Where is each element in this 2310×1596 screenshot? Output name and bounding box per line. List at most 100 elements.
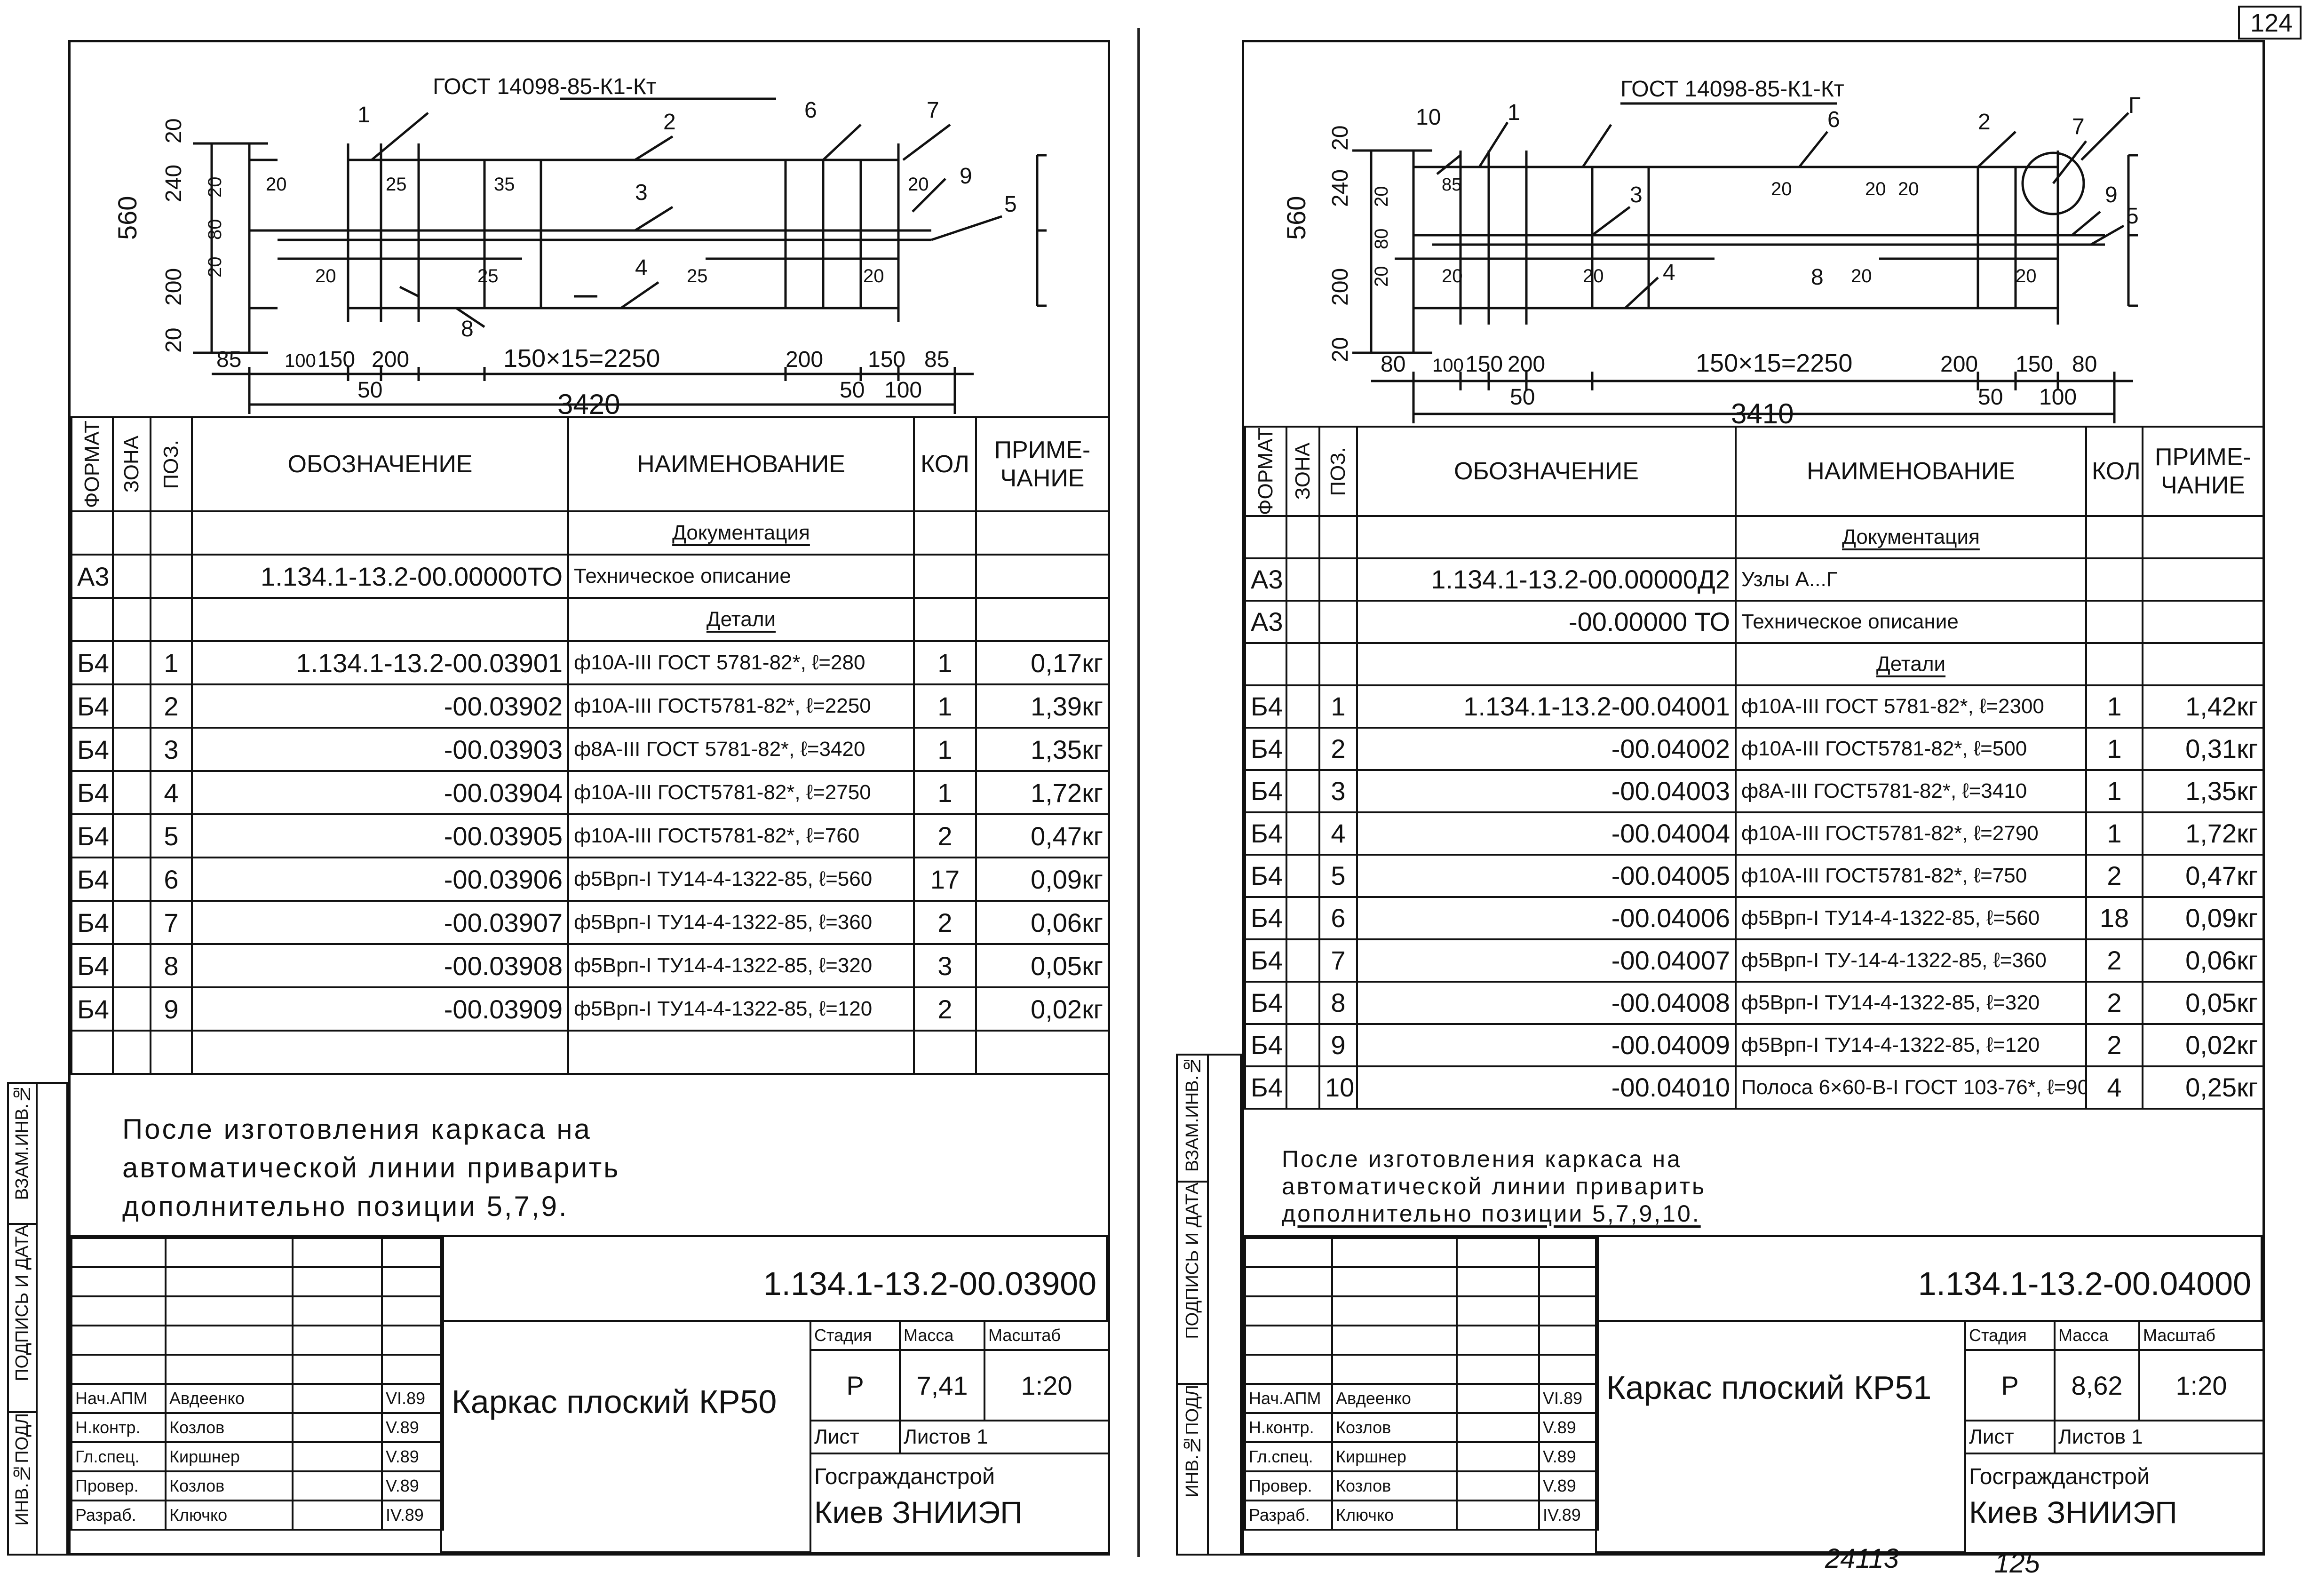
spec-qty-cell: 2 [913, 900, 977, 945]
spec-qty-cell: 1 [913, 640, 977, 685]
dim-20d: 20 [161, 328, 186, 353]
dim-100b: 100 [2039, 385, 2077, 410]
spec-qty-cell [913, 554, 977, 599]
spec-pos-cell: 1 [150, 640, 193, 685]
spec-designation-cell [1356, 642, 1737, 686]
spec-zone-cell [1286, 769, 1320, 813]
pos-2-label: 2 [1978, 110, 1991, 135]
spec-zone-cell [1286, 980, 1320, 1025]
dim-200: 200 [1328, 268, 1353, 306]
dim-200b: 200 [786, 347, 823, 372]
spec-note-cell [2142, 642, 2264, 686]
spec-pos-cell: 4 [150, 770, 193, 815]
spec-qty-cell: 2 [913, 986, 977, 1032]
col-zone-header: ЗОНА [112, 416, 151, 512]
specification-table-right: ФОРМАТ ЗОНА ПОЗ. ОБОЗНАЧЕНИЕ НАИМЕНОВАНИ… [1244, 426, 2264, 1110]
spec-name-cell: ф5Врп-I ТУ14-4-1322-85, ℓ=120 [567, 986, 915, 1032]
stage-value: Р [1964, 1349, 2056, 1421]
spec-qty-cell: 1 [913, 727, 977, 772]
pos-7-label: 7 [2072, 114, 2085, 139]
spec-pos-cell [150, 554, 193, 599]
spec-designation-cell: 1.134.1-13.2-00.00000ТО [191, 554, 569, 599]
spec-zone-cell [1286, 557, 1320, 602]
spec-name-cell: Документация [567, 510, 915, 556]
spec-name-cell: Техническое описание [1735, 599, 2087, 644]
dim-span: 150×15=2250 [503, 344, 660, 373]
spec-name-cell: ф5Врп-I ТУ14-4-1322-85, ℓ=320 [567, 943, 915, 988]
spec-pos-cell: 6 [1318, 896, 1358, 940]
dim-i20d: 20 [1442, 266, 1463, 286]
spec-name-cell [567, 1030, 915, 1075]
spec-zone-cell [112, 986, 151, 1032]
spec-zone-cell [112, 813, 151, 858]
spec-note-cell: 0,25кг [2142, 1065, 2264, 1110]
dim-80b: 80 [2072, 352, 2097, 377]
spec-designation-cell: -00.03907 [191, 900, 569, 945]
person-role: Н.контр. [71, 1412, 167, 1443]
pos-2-label: 2 [663, 110, 676, 135]
spec-pos-cell: 3 [150, 727, 193, 772]
spec-qty-cell [913, 1030, 977, 1075]
pos-5-label: 5 [1004, 192, 1017, 217]
dim-total: 3410 [1731, 398, 1794, 428]
person-role: Гл.спец. [1244, 1441, 1333, 1472]
dim-20b: 20 [205, 177, 225, 198]
spec-pos-cell: 8 [1318, 980, 1358, 1025]
pos-3-label: 3 [1630, 183, 1643, 207]
dim-i25b: 25 [477, 266, 499, 286]
spec-note-cell: 1,35кг [975, 727, 1110, 772]
spec-zone-cell [112, 510, 151, 556]
dim-20a: 20 [161, 119, 186, 143]
dim-200: 200 [161, 268, 186, 306]
spec-note-cell: 0,05кг [975, 943, 1110, 988]
dim-50b: 50 [840, 378, 865, 403]
spec-name-cell: ф10А-III ГОСТ5781-82*, ℓ=2250 [567, 683, 915, 729]
spec-qty-cell: 18 [2085, 896, 2143, 940]
spec-note-cell: 1,39кг [975, 683, 1110, 729]
dim-i20d: 20 [863, 266, 884, 286]
spec-zone-cell [1286, 684, 1320, 729]
dim-50a: 50 [357, 378, 382, 403]
dim-height: 560 [112, 196, 142, 240]
dim-100a: 100 [1432, 355, 1464, 376]
stage-table-right: Стадия Масса Масштаб Р 8,62 1:20 Лист Ли… [1964, 1320, 2264, 1554]
spec-zone-cell [112, 683, 151, 729]
mass-value: 7,41 [899, 1349, 985, 1421]
stage-value: Р [810, 1349, 901, 1421]
scale-label: Масштаб [2138, 1320, 2264, 1351]
drawing-sheet-right: ГОСТ 14098-85-К1-Кт 10 1 2 3 4 5 6 7 8 9… [1242, 40, 2265, 1556]
spec-qty-cell [2085, 599, 2143, 644]
spec-pos-cell: 5 [150, 813, 193, 858]
sheets-count: Листов 1 [899, 1420, 1110, 1454]
note-line: После изготовления каркаса на [122, 1113, 592, 1145]
spec-designation-cell: -00.03903 [191, 727, 569, 772]
col-format-header: ФОРМАТ [71, 416, 114, 512]
signature-cell [1456, 1470, 1540, 1501]
section-title: Детали [1876, 652, 1946, 675]
person-name: Козлов [1331, 1470, 1458, 1501]
drawing-sheet-left: ГОСТ 14098-85-К1-Кт 1 2 3 4 5 6 7 8 9 56… [68, 40, 1110, 1556]
spec-format-cell: Б4 [71, 683, 114, 729]
person-role: Провер. [71, 1470, 167, 1501]
spec-designation-cell: 1.134.1-13.2-00.03901 [191, 640, 569, 685]
org-city: Киев ЗНИИЭП [1969, 1495, 2177, 1530]
spec-zone-cell [1286, 1065, 1320, 1110]
col-name-header: НАИМЕНОВАНИЕ [1735, 426, 2087, 517]
pos-10-label: 10 [1416, 105, 1441, 130]
col-zone-header: ЗОНА [1286, 426, 1320, 517]
spec-section-row: Детали [71, 597, 1110, 642]
spec-name-cell: Техническое описание [567, 554, 915, 599]
spec-pos-cell [150, 1030, 193, 1075]
col-note-header: ПРИМЕ- ЧАНИЕ [2142, 426, 2264, 517]
